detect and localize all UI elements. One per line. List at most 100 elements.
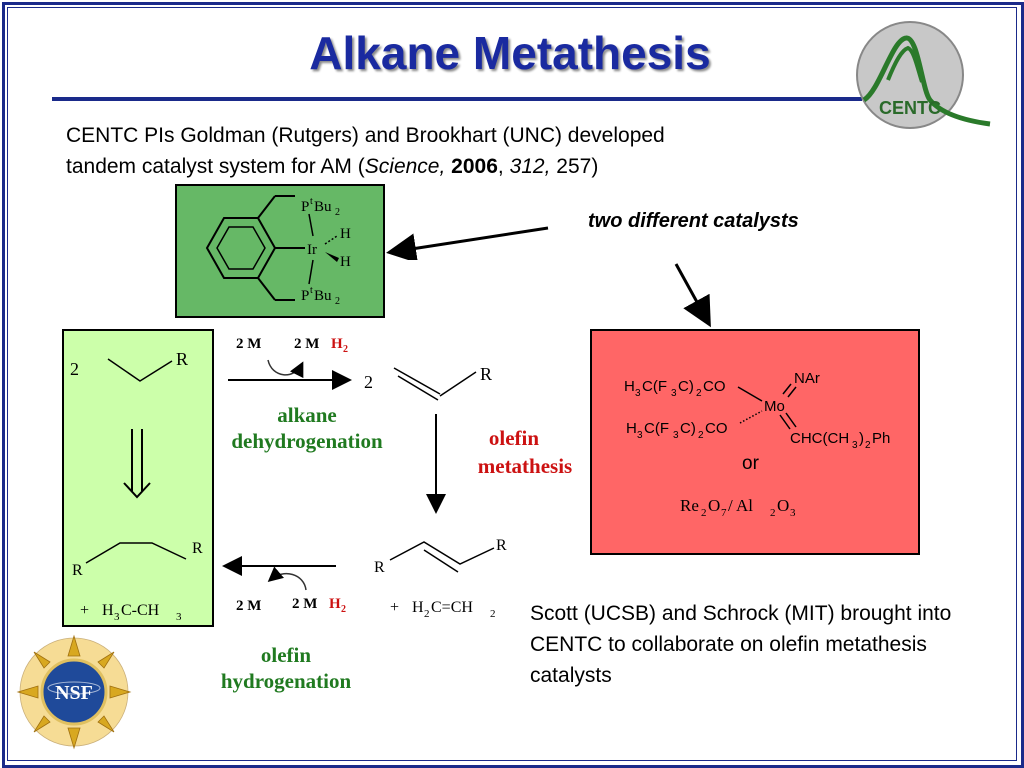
ethane-plus: +	[80, 602, 89, 619]
mo-l1-c: C)	[678, 378, 694, 395]
overall-reaction-structures: 2 R R R + H 3 C-CH 3	[70, 349, 203, 623]
intro-line-2-prefix: tandem catalyst system for AM (	[66, 155, 365, 178]
top-2mh2-sub: 2	[343, 344, 348, 355]
ethylene-sub-2a: 2	[424, 608, 430, 620]
title-underline	[52, 97, 862, 101]
mo-l2-s2: 3	[673, 430, 679, 441]
olefin-hydro-line-1: olefin	[260, 643, 312, 667]
ir-pincer-structure: P t Bu 2 Ir H H P t Bu 2	[205, 195, 351, 307]
olefin-r: R	[480, 364, 492, 384]
ir-pincer-catalyst-panel: P t Bu 2 Ir H H P t Bu 2	[175, 184, 385, 318]
intro-line-1: CENTC PIs Goldman (Rutgers) and Brookhar…	[66, 124, 665, 147]
ir-sub2-top: 2	[335, 207, 340, 218]
olefin-coefficient: 2	[364, 372, 373, 392]
ir-bu-bottom: Bu	[314, 288, 332, 304]
nsf-logo: NSF	[16, 634, 132, 750]
ethylene-sub-2b: 2	[490, 608, 496, 620]
arrow-to-mo-catalyst	[674, 263, 711, 328]
product-alkane-r-left: R	[72, 562, 83, 579]
olefin-metathesis-label: olefin metathesis	[460, 424, 590, 480]
ir-t-sup-top: t	[310, 196, 313, 207]
ir-metal: Ir	[307, 242, 317, 258]
mo-l1-a: H	[624, 378, 635, 395]
re-sub-2: 7	[721, 507, 727, 519]
mo-alk-s2: 2	[865, 440, 871, 451]
alkane-coefficient: 2	[70, 359, 79, 379]
ethane-sub-3a: 3	[114, 611, 120, 623]
rhenium-catalyst: Re 2 O 7 / Al 2 O 3	[680, 496, 796, 519]
mo-l2-s1: 3	[637, 430, 643, 441]
slide-title: Alkane Metathesis	[309, 27, 711, 79]
al-sub-2: 3	[790, 507, 796, 519]
ir-bu-top: Bu	[314, 199, 332, 215]
intro-text: CENTC PIs Goldman (Rutgers) and Brookhar…	[66, 120, 826, 182]
internal-olefin-r-right: R	[496, 537, 507, 554]
ethylene-h: H	[412, 599, 424, 616]
mo-l1-d: CO	[703, 378, 726, 395]
mo-alkylidene: CHC(CH 3 ) 2 Ph	[790, 430, 890, 451]
mo-alk-c: Ph	[872, 430, 890, 447]
ethylene-formula: + H 2 C=CH 2	[390, 599, 496, 620]
mo-alk-s1: 3	[852, 440, 858, 451]
bottom-2mh2-sub: 2	[341, 604, 346, 615]
alkane-r: R	[176, 349, 188, 369]
ir-sub2-bottom: 2	[335, 296, 340, 307]
mo-alk-b: )	[859, 430, 864, 447]
citation-comma: ,	[497, 155, 504, 178]
mo-l1-b: C(F	[642, 378, 667, 395]
ethylene-c: C=CH	[431, 599, 473, 616]
mo-l2-b: C(F	[644, 420, 669, 437]
centc-logo: CENTC	[856, 21, 991, 129]
ethane-formula: + H 3 C-CH 3	[80, 602, 182, 623]
top-2m: 2 M	[236, 336, 261, 352]
ir-p-bottom: P	[301, 288, 309, 304]
olefin-meta-line-1: olefin	[488, 426, 540, 450]
ir-hydride-2: H	[340, 254, 351, 270]
mo-alkoxide-2: H 3 C(F 3 C) 2 CO	[626, 420, 728, 441]
al-o: O	[777, 496, 789, 515]
nsf-logo-text: NSF	[55, 682, 93, 704]
product-alkane-r-right: R	[192, 540, 203, 557]
bottom-2mh2-m: 2 M	[292, 596, 317, 612]
internal-olefin-r-left: R	[374, 559, 385, 576]
citation-year: 2006	[451, 155, 498, 178]
alkane-dehydro-line-1: alkane	[277, 403, 337, 427]
slide-border-inner	[7, 7, 1017, 761]
citation-journal: Science,	[364, 155, 446, 178]
mo-l2-d: CO	[705, 420, 728, 437]
mo-l2-a: H	[626, 420, 637, 437]
re-symbol: Re	[680, 496, 699, 515]
ir-p-top: P	[301, 199, 309, 215]
arrow-to-ir-catalyst	[386, 226, 549, 260]
mo-catalyst-panel: H 3 C(F 3 C) 2 CO NAr Mo H 3 C(F 3 C)	[590, 329, 920, 555]
mo-alkoxide-1: H 3 C(F 3 C) 2 CO	[624, 378, 726, 399]
citation-pages: 257)	[556, 155, 599, 178]
centc-logo-text: CENTC	[879, 98, 941, 118]
mo-catalyst-structure: H 3 C(F 3 C) 2 CO NAr Mo H 3 C(F 3 C)	[624, 370, 890, 519]
ethane-sub-3b: 3	[176, 611, 182, 623]
tandem-reaction-scheme: 2 M 2 M H 2 2 R R R + H 2 C=CH 2 2 M 2 M…	[222, 336, 507, 620]
bottom-2m: 2 M	[236, 598, 261, 614]
mo-l2-s3: 2	[698, 430, 704, 441]
mo-metal: Mo	[764, 398, 785, 415]
ethane-c: C-CH	[121, 602, 160, 619]
alkane-dehydro-line-2: dehydrogenation	[231, 429, 383, 453]
re-sub-1: 2	[701, 507, 707, 519]
al-sub-1: 2	[770, 507, 776, 519]
re-slash-al: / Al	[728, 496, 753, 515]
mo-l1-s1: 3	[635, 388, 641, 399]
overall-reaction-panel: 2 R R R + H 3 C-CH 3	[62, 329, 214, 627]
mo-l1-s3: 2	[696, 388, 702, 399]
ethane-h: H	[102, 602, 114, 619]
two-catalysts-label: two different catalysts	[588, 210, 799, 232]
ir-hydride-1: H	[340, 226, 351, 242]
re-o: O	[708, 496, 720, 515]
top-2mh2-m: 2 M	[294, 336, 319, 352]
olefin-hydrogenation-label: olefin hydrogenation	[200, 642, 372, 694]
citation-volume: 312,	[509, 155, 551, 178]
catalyst-or: or	[742, 453, 760, 474]
alkane-dehydrogenation-label: alkane dehydrogenation	[214, 402, 400, 454]
olefin-meta-line-2: metathesis	[477, 454, 573, 478]
